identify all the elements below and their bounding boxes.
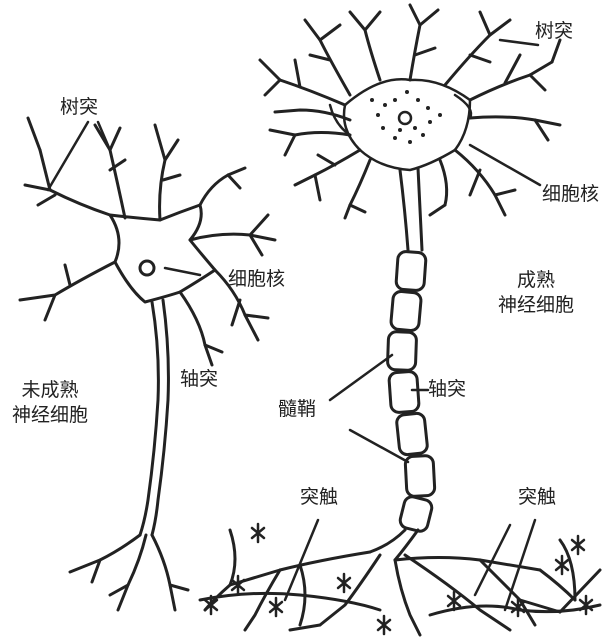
mature-nucleus-label: 细胞核 bbox=[542, 183, 599, 206]
immature-dendrite-1 bbox=[25, 185, 110, 215]
synapse-left-label: 突触 bbox=[300, 486, 338, 509]
immature-dendrite-3 bbox=[155, 125, 165, 220]
myelin-sheath-label: 髓鞘 bbox=[278, 398, 316, 421]
mature-neuron bbox=[200, 5, 600, 635]
immature-axon-label: 轴突 bbox=[180, 368, 218, 391]
immature-neuron-title: 未成熟 神经细胞 bbox=[12, 378, 88, 427]
immature-dendrite-label: 树突 bbox=[60, 96, 98, 119]
immature-soma bbox=[110, 205, 215, 302]
immature-dendrite-5 bbox=[190, 234, 275, 240]
immature-neuron bbox=[20, 118, 275, 610]
immature-dendrite-8 bbox=[180, 292, 212, 365]
mature-dendrite-label: 树突 bbox=[535, 20, 573, 43]
mature-neuron-title: 成熟 神经细胞 bbox=[498, 268, 574, 317]
immature-axon-line bbox=[140, 302, 158, 535]
mature-nucleus-dots bbox=[370, 90, 442, 144]
immature-nucleus-circle bbox=[140, 261, 154, 275]
immature-nucleus-label: 细胞核 bbox=[228, 268, 285, 291]
mature-axon-line bbox=[400, 170, 408, 250]
mature-axon-label: 轴突 bbox=[428, 378, 466, 401]
synapse-right-label: 突触 bbox=[518, 486, 556, 509]
